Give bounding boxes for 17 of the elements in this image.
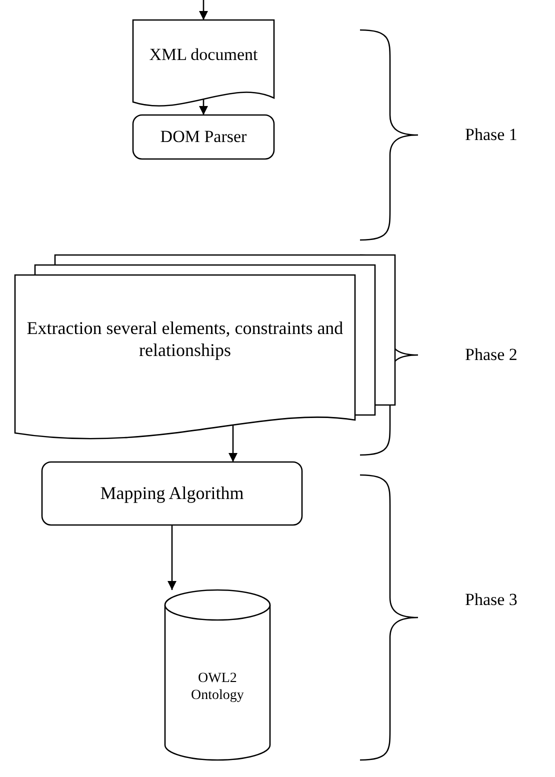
document-shape <box>132 19 275 107</box>
node-label: Extraction several elements, constraints and relationships <box>26 318 344 362</box>
node-label: DOM Parser <box>160 126 247 148</box>
node-label: XML document <box>149 44 258 66</box>
arrow <box>199 98 208 115</box>
process-box <box>132 114 275 160</box>
arrow <box>168 525 176 590</box>
arrow <box>199 0 208 20</box>
phase-label: Phase 2 <box>465 345 518 365</box>
node-label: Mapping Algorithm <box>100 482 244 504</box>
phase-label: Phase 3 <box>465 590 518 610</box>
arrow <box>228 425 238 462</box>
node-label: OWL2 Ontology <box>190 670 245 704</box>
multi-document-shape <box>14 254 396 440</box>
database-cylinder <box>164 589 271 761</box>
phase-label: Phase 1 <box>465 125 518 145</box>
process-box <box>41 461 303 526</box>
